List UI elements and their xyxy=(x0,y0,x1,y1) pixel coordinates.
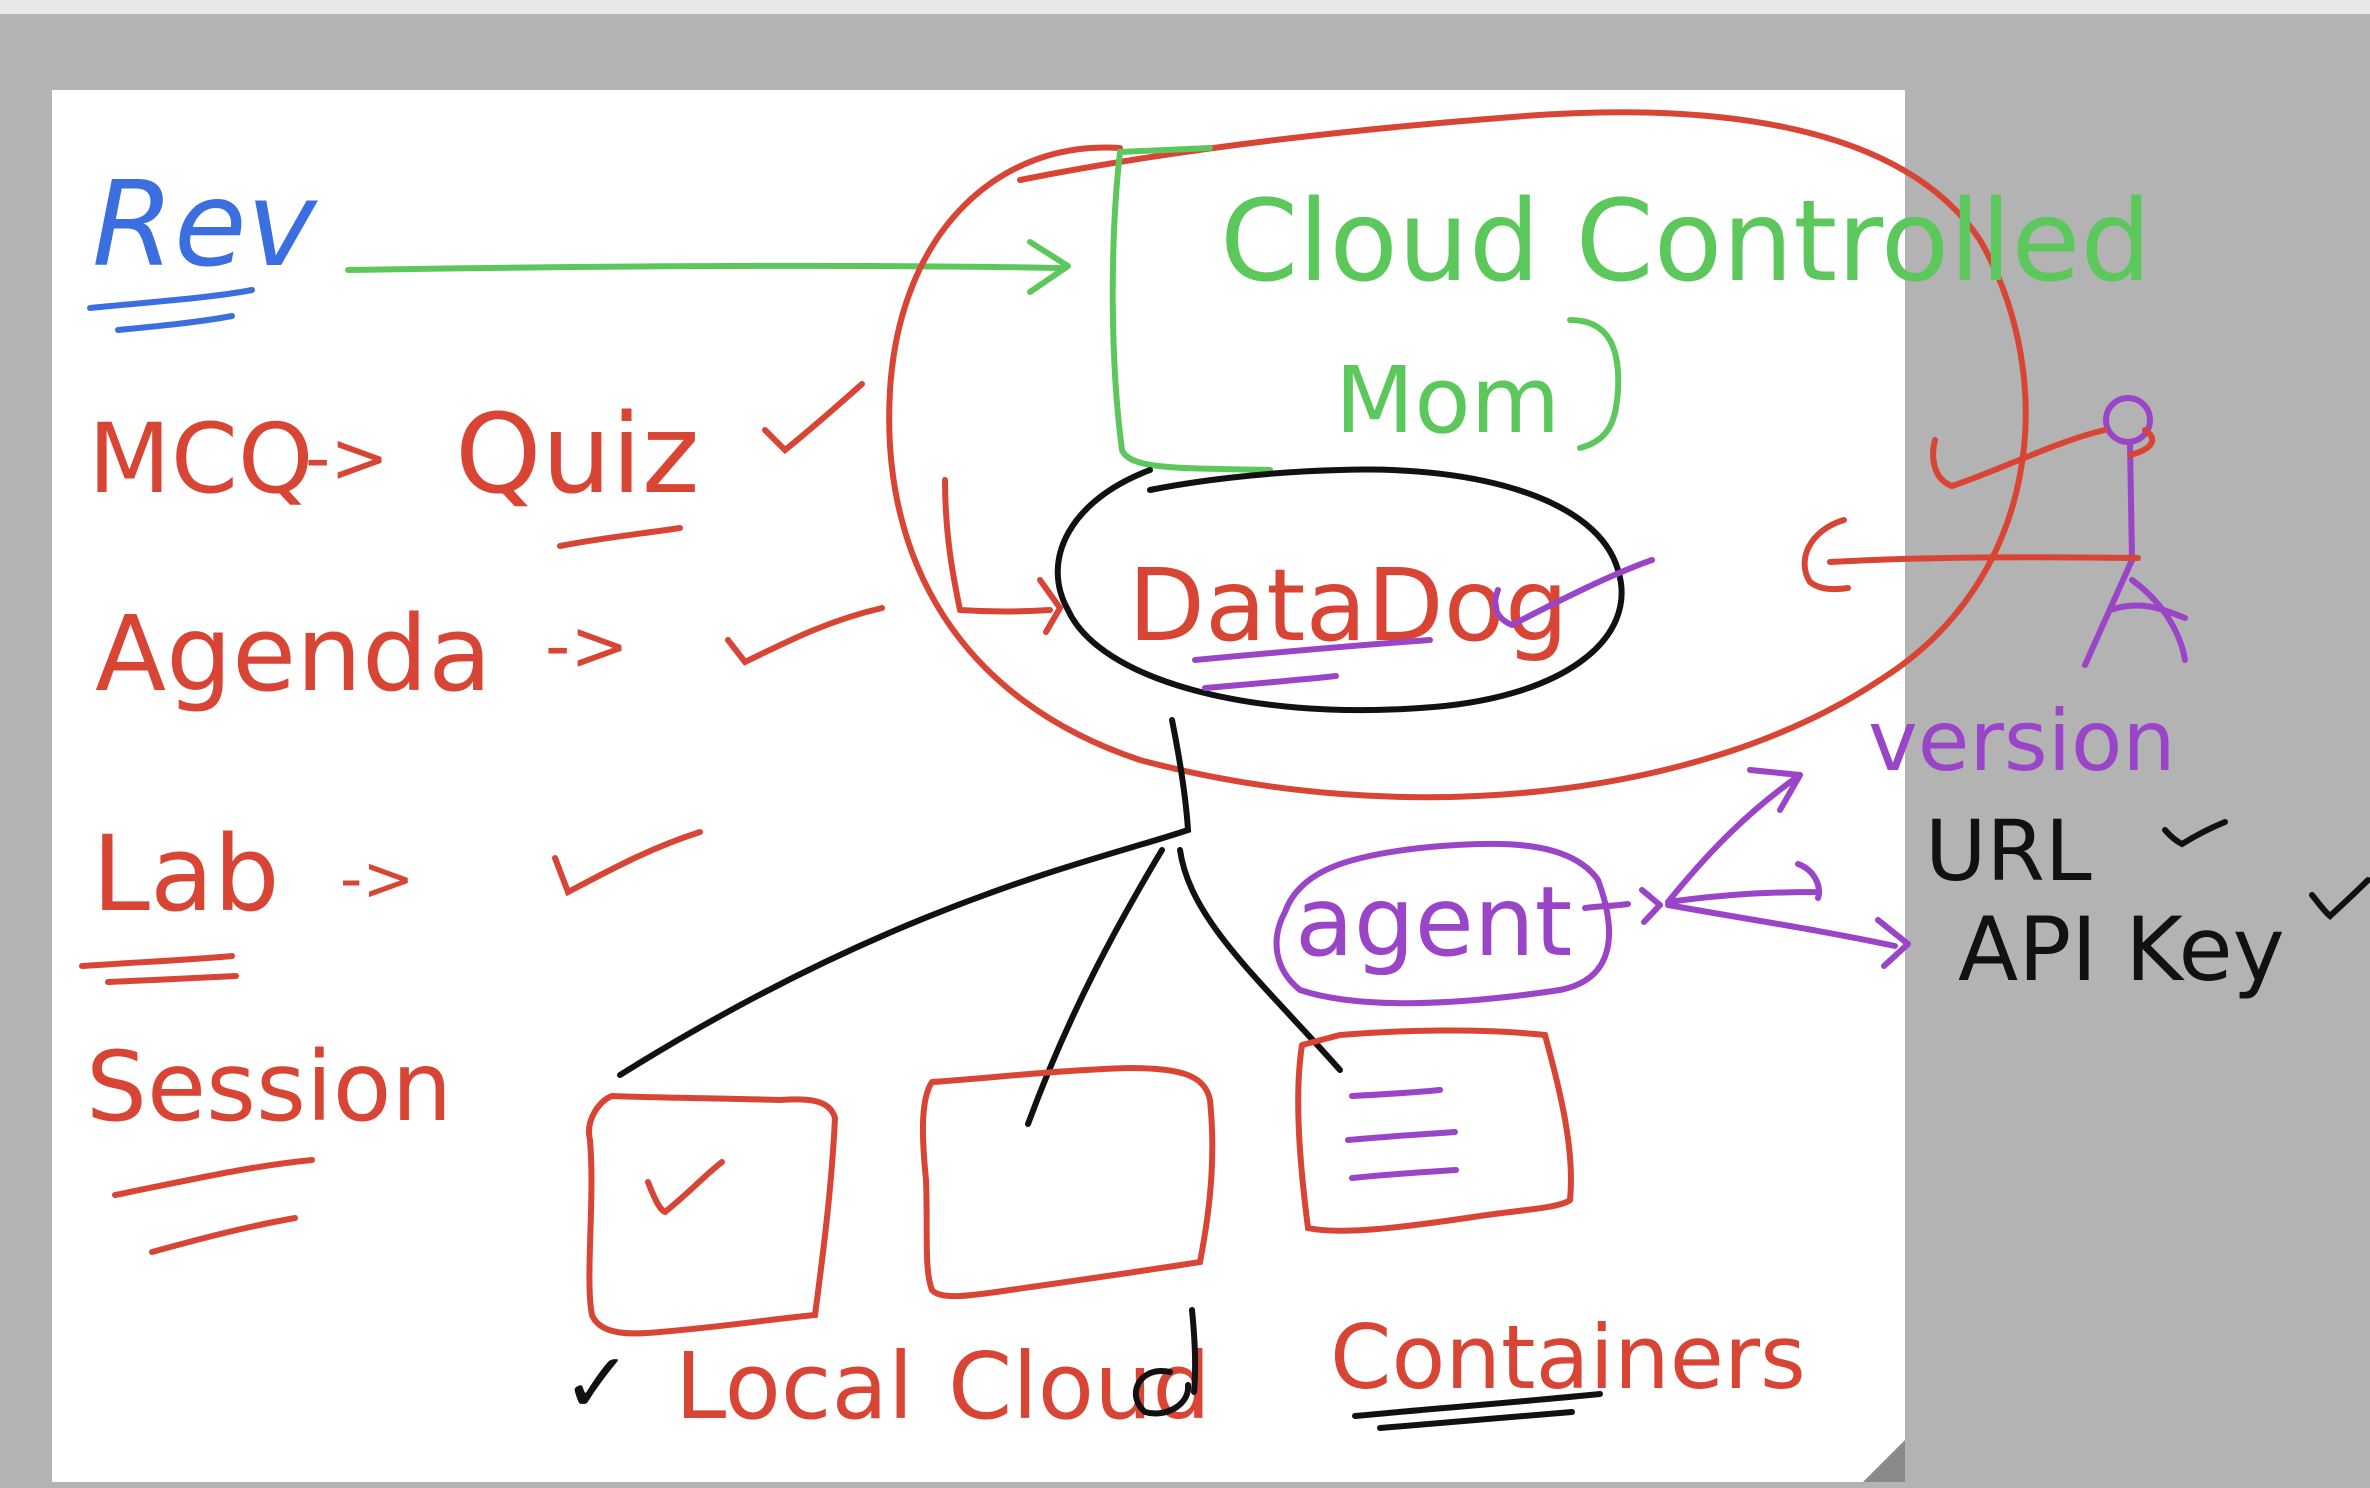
agenda-label: Agenda xyxy=(95,593,492,715)
datadog-pointer xyxy=(942,477,1063,635)
top-bar xyxy=(0,0,2370,14)
local-label: Local xyxy=(675,1333,913,1440)
session-label: Session xyxy=(86,1031,452,1143)
tree-branch-containers xyxy=(1177,847,1343,1073)
url-check xyxy=(2162,819,2228,848)
rev-underline xyxy=(87,287,255,333)
agent-label: agent xyxy=(1295,866,1572,978)
resize-handle[interactable] xyxy=(1863,1440,1905,1482)
cloud-box xyxy=(919,1064,1216,1300)
mcq-arrow: -> xyxy=(305,417,389,499)
containers-box-lines xyxy=(1345,1087,1459,1181)
containers-box xyxy=(1295,1027,1574,1234)
agenda-check xyxy=(725,605,885,666)
mom-label: Mom xyxy=(1335,347,1560,454)
quiz-underline xyxy=(557,525,683,549)
tree-branch-cloud xyxy=(1025,847,1165,1127)
local-check-mark: ✓ xyxy=(562,1334,632,1432)
cloud-controlled-label: Cloud Controlled xyxy=(1220,177,2152,307)
person-icon xyxy=(1930,395,2188,668)
containers-label: Containers xyxy=(1330,1306,1806,1409)
datadog-underline xyxy=(1192,637,1433,691)
agent-fan-arrows xyxy=(1582,767,1911,969)
local-box-check xyxy=(645,1159,725,1216)
mcq-label: MCQ xyxy=(88,403,313,515)
session-underline xyxy=(112,1157,315,1255)
left-list: Rev MCQ -> Quiz Agenda -> Lab -> Session xyxy=(79,155,885,1255)
datadog-ellipse xyxy=(1054,466,1625,714)
lab-arrow: -> xyxy=(340,842,414,915)
api-key-label: API Key xyxy=(1958,898,2285,1001)
local-box xyxy=(586,1093,839,1337)
rev-label: Rev xyxy=(92,155,319,293)
cloud-box-mark xyxy=(1132,1307,1199,1417)
lab-check xyxy=(552,829,703,897)
agent-bubble xyxy=(1273,840,1612,1007)
cloud-box-label: Cloud xyxy=(948,1333,1211,1440)
tree-stem xyxy=(617,717,1192,1078)
rev-to-cloud-arrow xyxy=(345,239,1071,295)
cloud-enclosure xyxy=(886,109,2029,801)
containers-underline xyxy=(1352,1391,1603,1431)
datadog-check xyxy=(1492,557,1655,629)
cloud-bracket xyxy=(1109,145,1622,473)
lab-underline xyxy=(79,953,239,985)
url-label: URL xyxy=(1925,802,2092,900)
person-arrow xyxy=(1801,517,2141,593)
version-label: version xyxy=(1868,692,2176,790)
quiz-check xyxy=(762,381,865,455)
lab-label: Lab xyxy=(92,813,280,935)
quiz-label: Quiz xyxy=(455,390,700,518)
agenda-arrow: -> xyxy=(545,605,629,687)
api-key-check xyxy=(2309,877,2370,920)
